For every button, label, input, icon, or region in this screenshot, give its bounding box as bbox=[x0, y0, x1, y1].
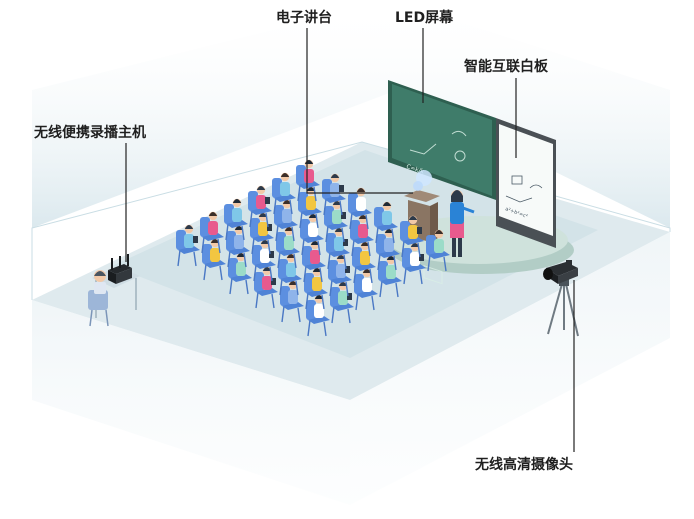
student-figure bbox=[272, 172, 296, 215]
student-figure bbox=[250, 212, 274, 255]
led-screen-panel bbox=[392, 84, 492, 196]
recorder-icon bbox=[108, 254, 132, 284]
callout-lines bbox=[125, 28, 575, 452]
whiteboard-label: 智能互联白板 bbox=[464, 59, 548, 75]
student-figure bbox=[402, 242, 426, 285]
student-figure bbox=[248, 185, 272, 228]
student-figure bbox=[298, 186, 322, 229]
student-figure bbox=[324, 200, 348, 243]
student-figure bbox=[176, 224, 200, 267]
student-figure bbox=[200, 211, 224, 254]
back-wall-right bbox=[392, 0, 670, 228]
student-figure bbox=[300, 213, 324, 256]
podium-icon bbox=[404, 170, 440, 242]
student-figure bbox=[378, 255, 402, 298]
led-screen: C=k/k bbox=[388, 80, 496, 285]
student-figure bbox=[202, 238, 226, 281]
student-figure bbox=[304, 267, 328, 310]
student-figure bbox=[224, 198, 248, 241]
student-figure bbox=[306, 294, 330, 337]
back-wall-left bbox=[32, 0, 392, 228]
podium-label: 电子讲台 bbox=[276, 10, 332, 26]
front-wall-right bbox=[350, 232, 670, 505]
recorder-label: 无线便携录播主机 bbox=[34, 125, 146, 141]
front-wall-left bbox=[32, 300, 350, 505]
student-figure bbox=[426, 229, 450, 272]
led-screen-label: LED屏幕 bbox=[395, 10, 454, 26]
student-figure bbox=[352, 241, 376, 284]
student-seating bbox=[176, 159, 450, 337]
student-figure bbox=[276, 226, 300, 269]
student-figure bbox=[280, 280, 304, 323]
student-figure bbox=[252, 239, 276, 282]
smart-whiteboard: a²+b²=c² bbox=[496, 118, 556, 248]
student-figure bbox=[274, 199, 298, 242]
whiteboard-drawing bbox=[505, 175, 543, 203]
podium-leader bbox=[306, 28, 413, 194]
student-figure bbox=[302, 240, 326, 283]
student-figure bbox=[374, 201, 398, 244]
student-figure bbox=[330, 281, 354, 324]
room-edges bbox=[31, 141, 671, 300]
whiteboard-screen bbox=[499, 124, 553, 236]
student-figure bbox=[254, 266, 278, 309]
camera-label: 无线高清摄像头 bbox=[475, 457, 573, 473]
led-screen-drawing bbox=[409, 130, 467, 285]
student-figure bbox=[328, 254, 352, 297]
student-figure bbox=[348, 187, 372, 230]
student-figure bbox=[354, 268, 378, 311]
student-figure bbox=[226, 225, 250, 268]
student-figure bbox=[376, 228, 400, 271]
teacher-figure bbox=[450, 190, 475, 257]
student-figure bbox=[350, 214, 374, 257]
student-figure bbox=[278, 253, 302, 296]
student-figure bbox=[326, 227, 350, 270]
student-figure bbox=[228, 252, 252, 295]
camera-icon bbox=[543, 260, 579, 337]
student-figure bbox=[400, 215, 424, 258]
